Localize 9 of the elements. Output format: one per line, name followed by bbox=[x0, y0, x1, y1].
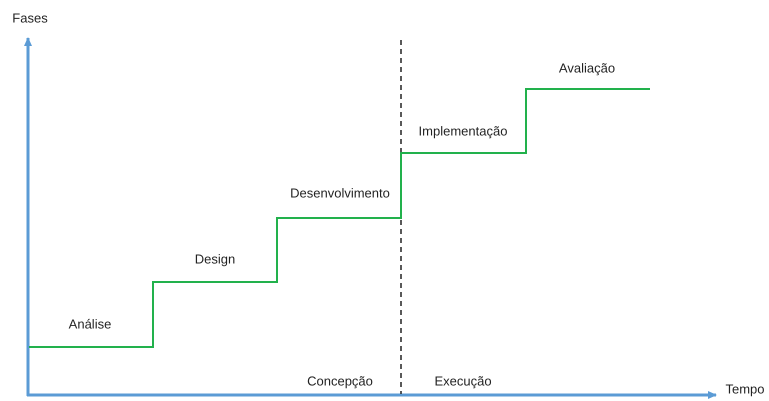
step-label: Design bbox=[194, 252, 236, 266]
step-label: Desenvolvimento bbox=[290, 186, 390, 200]
step-label: Avaliação bbox=[558, 60, 616, 76]
step-label: Implementação bbox=[418, 124, 508, 138]
axis-label: Tempo bbox=[725, 382, 765, 396]
phase-label: Execução bbox=[434, 374, 492, 388]
phase-label: Concepção bbox=[307, 374, 373, 388]
step-label: Análise bbox=[68, 316, 112, 332]
axis-label: Fases bbox=[12, 10, 48, 26]
